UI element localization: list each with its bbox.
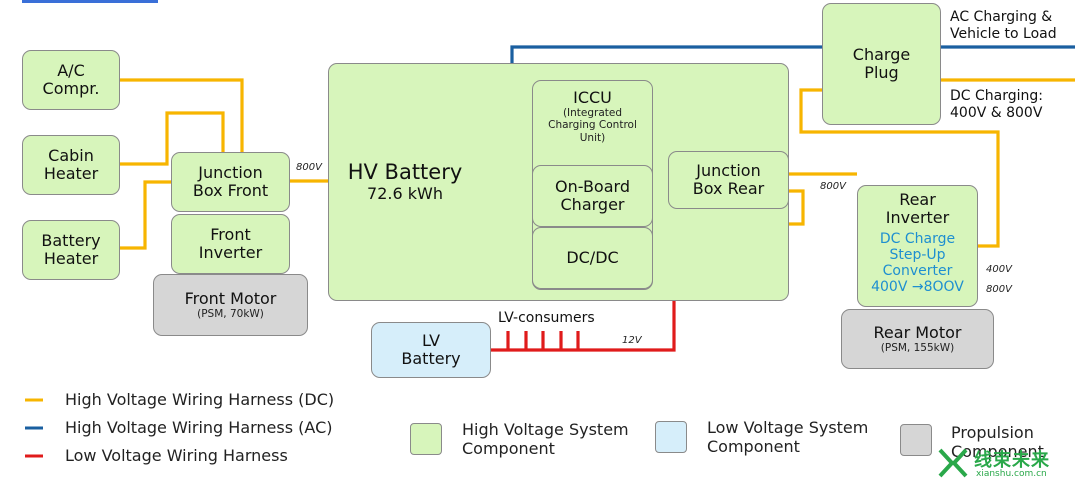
fi-line2: Inverter [198,243,263,262]
legend-hv-line2: Component [462,439,555,459]
legend-lv-text: Low Voltage Wiring Harness [65,446,288,465]
watermark-site: xianshu.com.cn [976,469,1047,479]
legend-prop-text: Propulsion Component [951,423,1044,461]
ri-line2: Inverter [885,208,950,228]
legend-hv-swatch [410,423,442,455]
on-board-charger-box: On-Board Charger [532,165,653,227]
rear-inverter-box: Rear Inverter DC Charge Step-Up Converte… [857,185,978,307]
ac-charging-label: AC Charging & Vehicle to Load [950,9,1057,43]
ri-line1: Rear [899,190,936,209]
lv-consumers-label: LV-consumers [498,310,595,326]
voltage-800v-rear: 800V [820,181,846,192]
iccu-title: ICCU [573,88,612,107]
fi-line1: Front [210,224,251,244]
ri-step1: DC Charge [879,230,956,247]
wire-acc-jbf [120,78,244,152]
hv-battery-label: HV Battery 72.6 kWh [340,160,470,203]
bh-line1: Battery [41,230,101,250]
front-motor-box: Front Motor (PSM, 70kW) [153,274,308,336]
watermark-brand: 线束未来 [974,450,1050,471]
legend-ac-text: High Voltage Wiring Harness (AC) [65,418,333,437]
legend-hv-text: High Voltage System Component [462,420,629,458]
lvb-line1: LV [421,330,441,350]
bh-line2: Heater [43,249,99,268]
jbf-line2: Box Front [192,181,269,200]
ri-step4: 400V →8OOV [871,279,964,296]
obc-line1: On-Board [555,176,630,196]
battery-heater-box: Battery Heater [22,220,120,280]
cabin-heater-box: Cabin Heater [22,135,120,195]
voltage-12v: 12V [622,335,642,346]
lv-battery-box: LV Battery [371,322,491,378]
dcdc-box: DC/DC [532,227,653,289]
wire-cabin-jbf [120,111,225,166]
rm-title: Rear Motor [873,322,962,342]
fm-title: Front Motor [184,288,277,308]
dcdc-label: DC/DC [566,247,619,267]
legend-lvc-line2: Component [707,437,800,457]
wire-battheater-jbf [120,180,171,250]
dc-charging-line2: 400V & 800V [950,104,1043,121]
iccu-sub3: Unit) [579,131,606,144]
acc-line1: A/C [57,60,85,80]
acc-line2: Compr. [42,79,100,98]
cp-line1: Charge [852,44,911,64]
jbr-line2: Box Rear [692,179,765,198]
voltage-400v: 400V [986,264,1012,275]
rear-motor-box: Rear Motor (PSM, 155kW) [841,309,994,369]
legend-prop-swatch [900,424,932,456]
obc-line2: Charger [560,195,625,214]
ac-charging-line2: Vehicle to Load [950,25,1057,42]
charge-plug-box: Charge Plug [822,3,941,125]
legend-hv-line1: High Voltage System [462,420,629,439]
hv-battery-title: HV Battery [347,160,463,184]
voltage-800v-front: 800V [296,162,322,173]
jbf-line1: Junction [198,162,263,182]
lvb-line2: Battery [401,349,461,368]
iccu-sub2: Charging Control [548,119,637,132]
ac-charging-line1: AC Charging & [950,9,1053,25]
watermark: 线束未来 xianshu.com.cn [936,446,1078,482]
wire-plug-rearinv [799,88,1000,248]
cabin-line2: Heater [43,164,99,183]
rm-sub: (PSM, 155kW) [880,342,955,355]
watermark-logo-icon [938,448,968,478]
dc-charging-line1: DC Charging: [950,88,1043,104]
header-accent-strip [22,0,158,3]
hv-battery-capacity: 72.6 kWh [367,184,443,203]
legend-lv-swatch [655,421,687,453]
legend-prop-line2: Component [951,442,1044,462]
ri-step2: Step-Up [889,246,946,263]
legend-prop-line1: Propulsion [951,423,1034,442]
legend-dc-text: High Voltage Wiring Harness (DC) [65,390,335,409]
cabin-line1: Cabin [48,145,94,165]
junction-box-front: Junction Box Front [171,152,290,212]
junction-box-rear: Junction Box Rear [668,151,789,209]
jbr-line1: Junction [696,160,761,180]
iccu-sub1: (Integrated [562,107,623,120]
dc-charging-label: DC Charging: 400V & 800V [950,88,1043,122]
fm-sub: (PSM, 70kW) [197,308,264,321]
front-inverter-box: Front Inverter [171,214,290,274]
ri-step3: Converter [882,262,953,279]
ac-compressor-box: A/C Compr. [22,50,120,110]
legend-lvc-line1: Low Voltage System [707,418,869,437]
voltage-800v-inverter: 800V [986,284,1012,295]
cp-line2: Plug [864,63,899,82]
legend-lvc-text: Low Voltage System Component [707,418,868,456]
